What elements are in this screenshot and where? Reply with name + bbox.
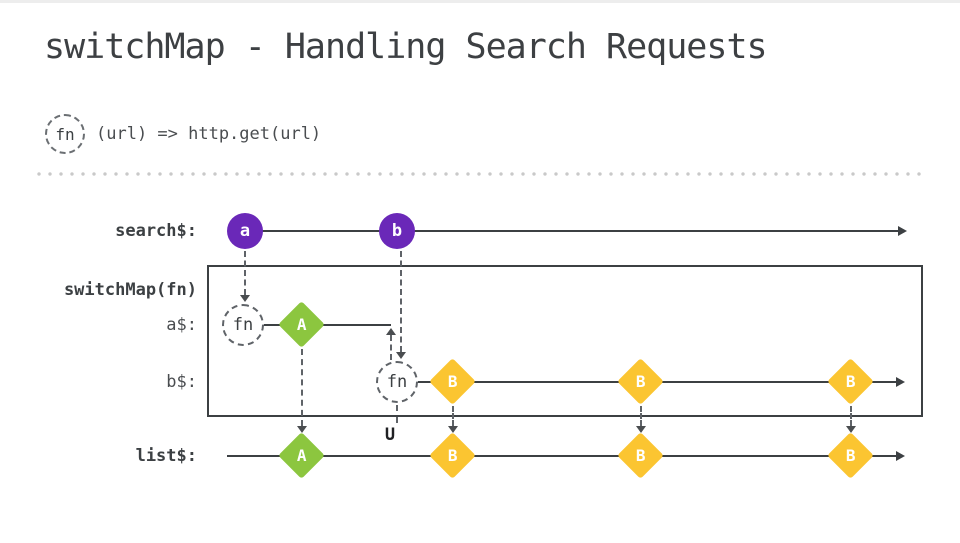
search-timeline-arrow-icon (898, 226, 907, 236)
list-timeline-arrow-icon (896, 451, 905, 461)
legend-fn-label: fn (55, 124, 75, 144)
marble-a-value: a (239, 221, 251, 241)
connector-unsubscribe-arrow-icon (386, 328, 396, 335)
connector-B3-arrow-icon (846, 426, 856, 433)
unsubscribe-label: U (384, 425, 396, 445)
fn-circle-a: fn (222, 304, 264, 346)
marble-B2-output-value: B (635, 445, 646, 465)
fn-circle-b-label: fn (386, 372, 408, 392)
list-stream-label: list$: (135, 446, 197, 466)
marble-B2-output: B (617, 432, 664, 479)
marble-b-value: b (391, 221, 403, 241)
marble-b: b (379, 213, 415, 249)
dotted-divider (37, 172, 923, 176)
connector-a-to-fn (244, 251, 246, 295)
marble-B2-inner-value: B (635, 371, 646, 391)
a-timeline (260, 324, 391, 326)
b-stream-label: b$: (166, 372, 197, 392)
switchmap-operator-box (207, 265, 923, 417)
search-timeline (245, 230, 898, 232)
legend-fn-circle-icon: fn (45, 114, 85, 154)
connector-B1-to-list (452, 406, 454, 426)
connector-B1-arrow-icon (448, 426, 458, 433)
marble-B1-inner-value: B (447, 371, 458, 391)
marble-A-output-value: A (296, 445, 307, 465)
marble-B1-output: B (429, 432, 476, 479)
b-timeline-arrow-icon (896, 377, 905, 387)
connector-fn-to-unsub-label (396, 405, 398, 423)
marble-B3-inner-value: B (845, 371, 856, 391)
fn-circle-b: fn (376, 361, 418, 403)
connector-unsubscribe (390, 335, 392, 360)
search-stream-label: search$: (115, 221, 197, 241)
fn-circle-a-label: fn (232, 315, 254, 335)
list-timeline (227, 455, 898, 457)
connector-B3-to-list (850, 406, 852, 426)
marble-B3-output: B (827, 432, 874, 479)
connector-B2-arrow-icon (636, 426, 646, 433)
marble-A-inner-value: A (296, 314, 307, 334)
connector-a-arrow-icon (240, 295, 250, 302)
connector-A-arrow-icon (297, 426, 307, 433)
marble-B3-output-value: B (845, 445, 856, 465)
legend-code: (url) => http.get(url) (96, 124, 322, 144)
marble-B1-output-value: B (447, 445, 458, 465)
connector-b-arrow-icon (396, 352, 406, 359)
a-stream-label: a$: (166, 315, 197, 335)
connector-b-to-fn (400, 251, 402, 352)
marble-A-output: A (278, 432, 325, 479)
page-title: switchMap - Handling Search Requests (44, 27, 768, 67)
marble-a: a (227, 213, 263, 249)
connector-B2-to-list (640, 406, 642, 426)
operator-label: switchMap(fn) (63, 280, 197, 300)
connector-A-to-list (301, 349, 303, 426)
